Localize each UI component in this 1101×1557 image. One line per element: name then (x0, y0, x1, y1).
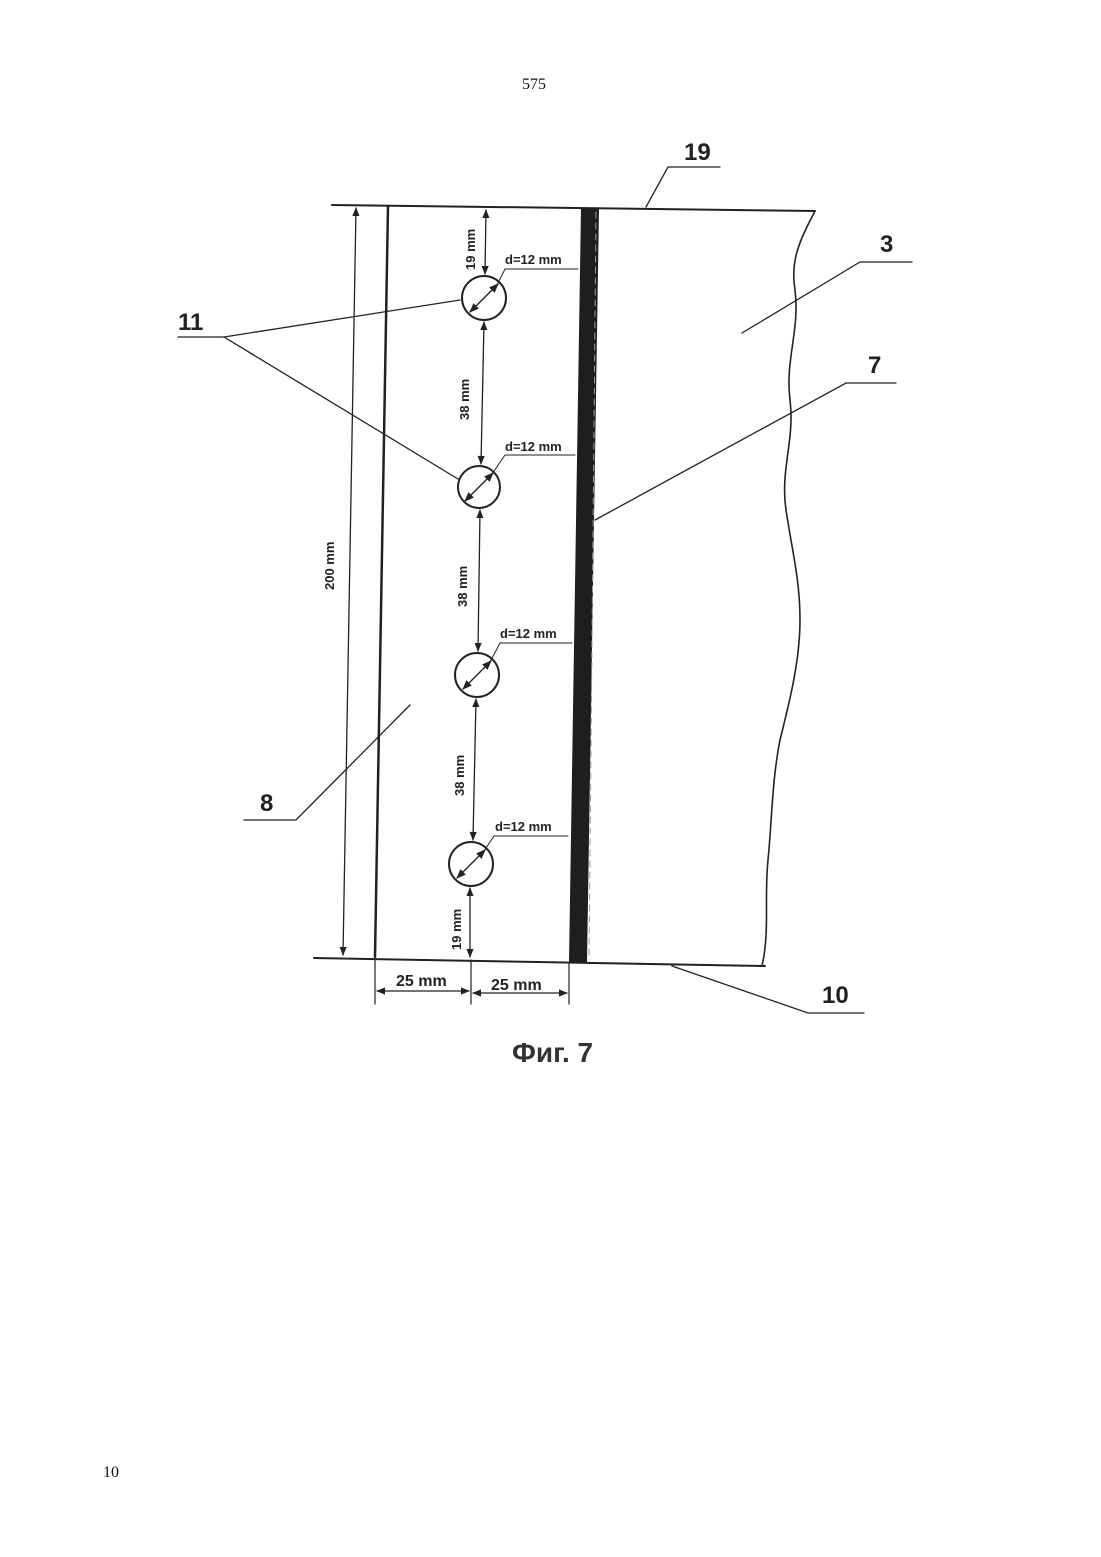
width-right-label: 25 mm (491, 977, 542, 994)
strip-left-edge (375, 206, 388, 957)
callout-7-leader (595, 383, 896, 520)
callout-19-leader (646, 167, 720, 207)
callout-11: 11 (178, 309, 203, 336)
hole-1-diameter-label: d=12 mm (505, 252, 562, 267)
spacing-3-label: 38 mm (452, 755, 467, 796)
hole-2-leader (492, 455, 575, 474)
width-left-label: 25 mm (396, 973, 447, 990)
hole-4-leader (484, 836, 568, 851)
strip-top-edge (332, 205, 815, 211)
page-number-bottom: 10 (103, 1464, 119, 1482)
strip-bottom-edge (314, 958, 765, 966)
seam-band (569, 208, 599, 962)
height-dimension-line (343, 208, 356, 955)
spacing-1-label: 38 mm (457, 379, 472, 420)
hole-1-leader (497, 269, 578, 285)
height-total-label: 200 mm (322, 542, 337, 590)
hole-3-leader (490, 643, 572, 662)
torn-edge (762, 211, 815, 966)
hole-3-diameter-label: d=12 mm (500, 626, 557, 641)
callout-11-leader-2 (224, 337, 458, 479)
callout-11-leader (178, 300, 460, 337)
callout-3: 3 (880, 231, 893, 258)
spacing-2-dimension (478, 510, 480, 651)
hole-1-diameter (470, 284, 498, 312)
hole-2-diameter (465, 473, 493, 501)
bottom-gap-label: 19 mm (449, 909, 464, 950)
top-gap-label: 19 mm (463, 229, 478, 270)
callout-10: 10 (822, 982, 849, 1009)
spacing-1-dimension (481, 322, 484, 464)
callout-3-leader (742, 262, 912, 333)
hole-3-diameter (463, 661, 491, 689)
hole-4-diameter (457, 850, 485, 878)
top-gap-dimension (485, 210, 486, 274)
callout-8: 8 (260, 790, 273, 817)
figure-caption: Фиг. 7 (512, 1037, 593, 1068)
hole-4-diameter-label: d=12 mm (495, 819, 552, 834)
spacing-3-dimension (473, 699, 476, 840)
callout-7: 7 (868, 352, 881, 379)
spacing-2-label: 38 mm (455, 566, 470, 607)
hole-2-diameter-label: d=12 mm (505, 439, 562, 454)
callout-19: 19 (684, 139, 711, 166)
